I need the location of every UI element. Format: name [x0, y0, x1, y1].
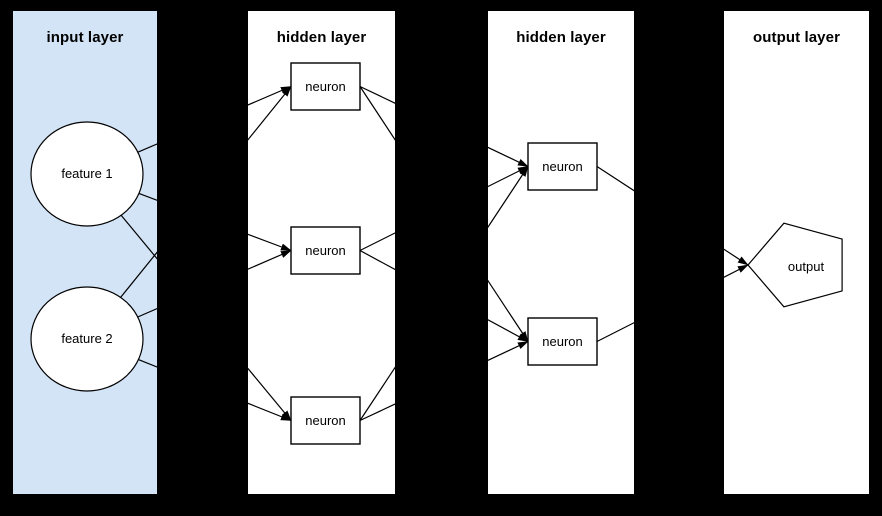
- node-shape-circle[interactable]: [30, 286, 144, 392]
- node-shape-rect[interactable]: [290, 396, 361, 445]
- node-shape-rect[interactable]: [290, 226, 361, 275]
- layer-title-input-layer: input layer: [46, 29, 124, 46]
- node-shape-rect[interactable]: [290, 62, 361, 111]
- layer-graphics-hidden-layer-2: [488, 146, 634, 361]
- node-shape-rect[interactable]: [527, 317, 598, 366]
- layer-title-output-layer: output layer: [752, 29, 841, 46]
- node-shape-pentagon[interactable]: [747, 222, 843, 308]
- layer-nodes-input-layer: [30, 121, 144, 392]
- layer-nodes-output-layer: [747, 222, 843, 308]
- layer-graphics-hidden-layer-1: [248, 85, 395, 422]
- layer-nodes-hidden-layer-2: [527, 142, 598, 366]
- layer-nodes-hidden-layer-1: [290, 62, 361, 445]
- node-shape-circle[interactable]: [30, 121, 144, 227]
- node-shape-rect[interactable]: [527, 142, 598, 191]
- layer-title-hidden-layer-1: hidden layer: [276, 29, 367, 46]
- layer-title-hidden-layer-2: hidden layer: [516, 29, 606, 46]
- layer-graphics-input-layer: [120, 143, 157, 368]
